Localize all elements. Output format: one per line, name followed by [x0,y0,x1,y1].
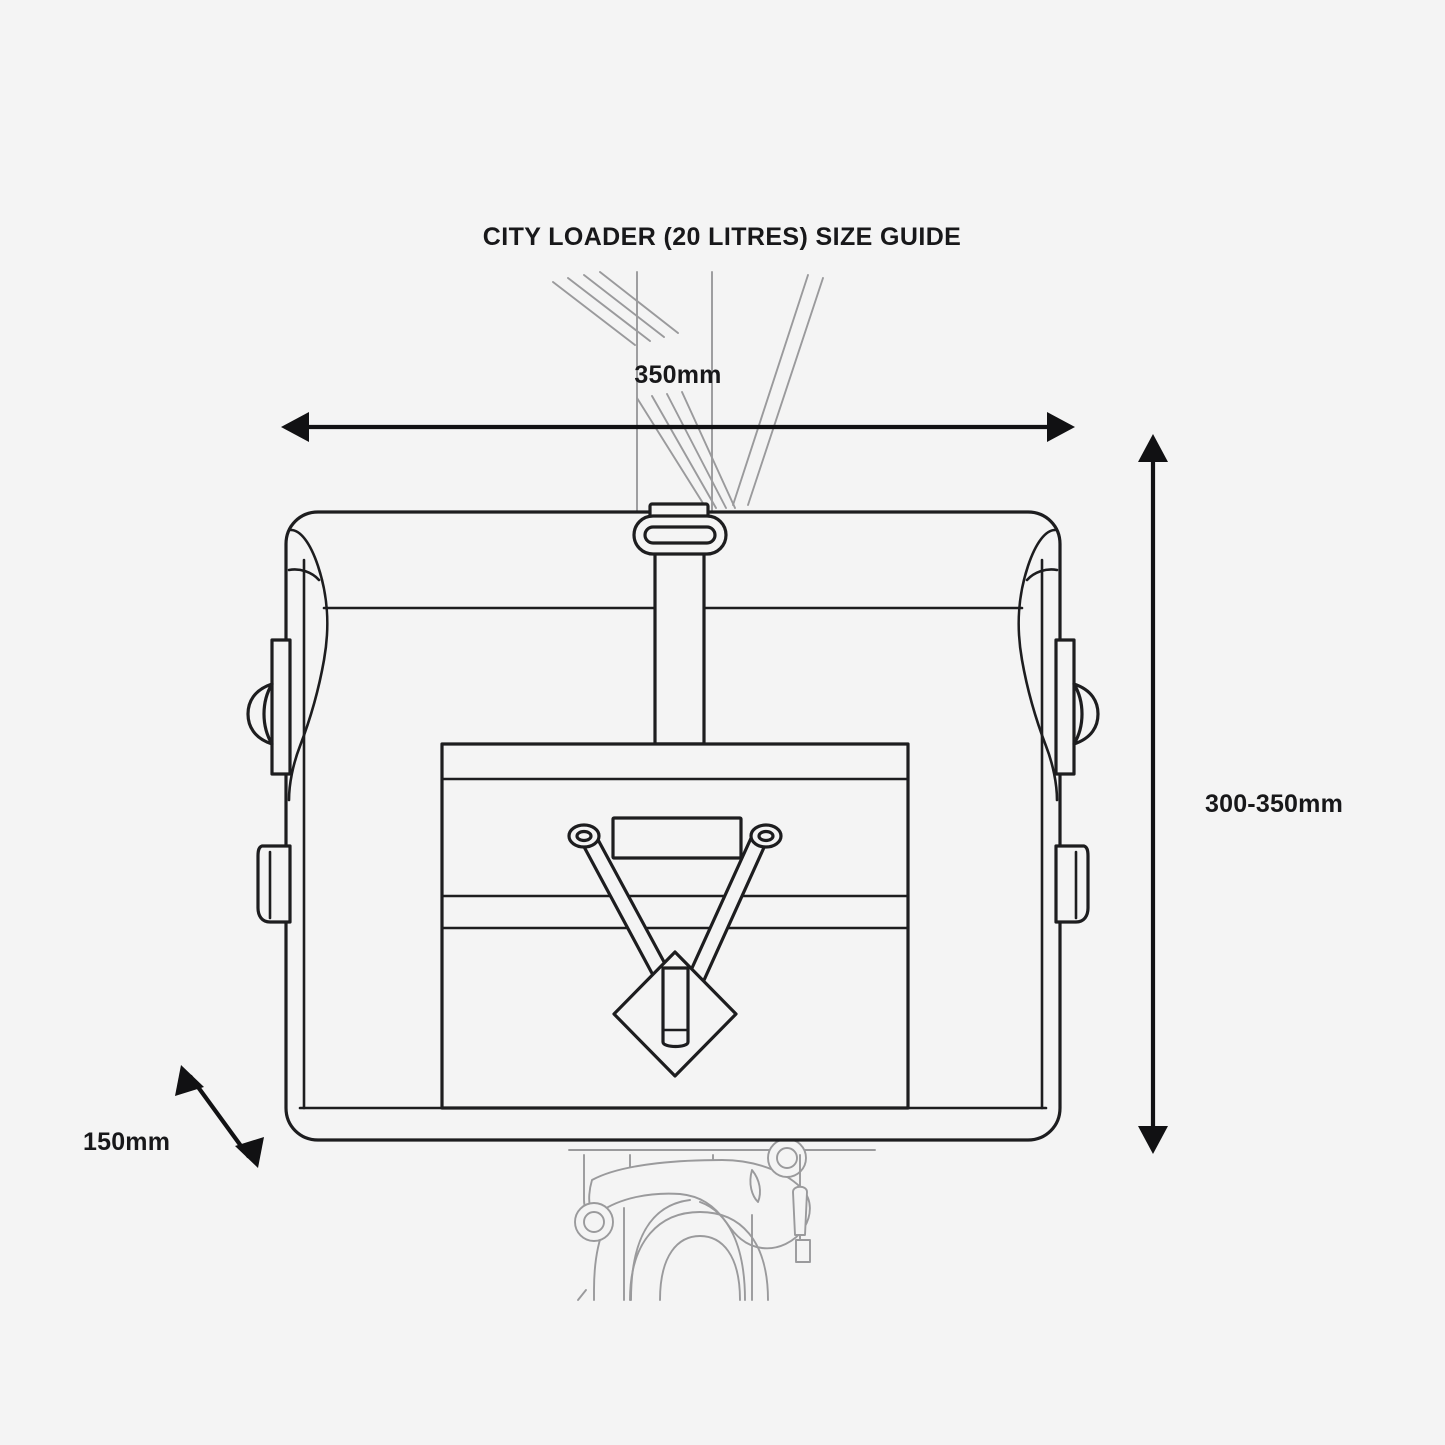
roll-top-fold-left [287,528,329,802]
depth-dimension-line [188,1074,251,1159]
roll-top-crease-right [1025,568,1059,582]
page-title: CITY LOADER (20 LITRES) SIZE GUIDE [483,223,961,251]
width-arrow-left-head [281,412,309,442]
bungee-cord-tail [661,966,690,1049]
stem-icon [636,271,713,513]
roll-top-fold-right [1017,528,1059,802]
front-pocket [440,742,910,1110]
depth-arrow-top-head [175,1065,204,1096]
side-d-ring-right [1054,638,1100,776]
side-d-ring-left [246,638,292,776]
width-dimension-label: 350mm [634,361,721,389]
brake-caliper-icon [574,1138,811,1301]
strap-buckle [632,502,728,556]
side-tab-left [256,844,292,924]
width-arrow-right-head [1047,412,1075,442]
label-patch [611,816,743,860]
dimension-depth: 150mm [83,1065,264,1168]
depth-dimension-label: 150mm [83,1128,170,1156]
bag-illustration [246,502,1100,1142]
height-dimension-label: 300-350mm [1205,790,1343,818]
front-tyre-icon [623,1199,769,1301]
dimension-width: 350mm [281,361,1075,442]
height-arrow-bottom-head [1138,1126,1168,1154]
depth-arrow-bottom-head [235,1137,264,1168]
handlebar-cables-icon [552,271,824,509]
roll-top-crease-left [287,568,321,582]
side-tab-right [1054,844,1090,924]
dimension-height: 300-350mm [1138,434,1343,1154]
height-arrow-top-head [1138,434,1168,462]
